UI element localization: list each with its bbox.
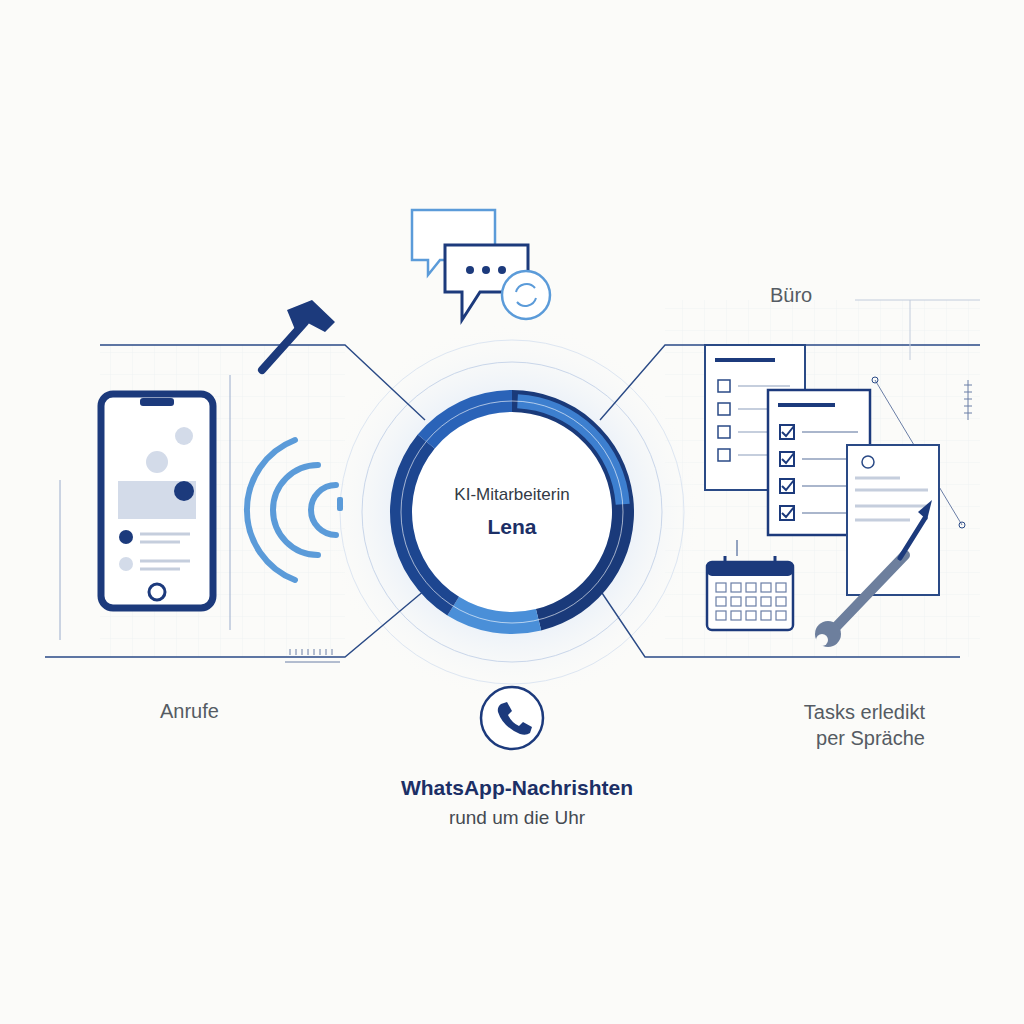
ai-assistant-circle: KI-MitarbeiterinLena: [390, 390, 634, 634]
wrench-icon: [815, 500, 932, 647]
ring-segment: [418, 390, 512, 449]
ring-segment: [512, 390, 634, 630]
orbit: [362, 362, 662, 662]
section-label: Büro: [770, 282, 850, 308]
ruler-ticks: [290, 385, 972, 655]
calendar-cell: [776, 597, 786, 606]
dot: [959, 522, 965, 528]
section-label: Anrufe: [160, 698, 260, 724]
ring-line: [401, 401, 623, 623]
calendar-cell: [761, 597, 771, 606]
ring-segment: [447, 597, 541, 634]
calendar-cell: [716, 583, 726, 592]
chat-icon: [412, 210, 550, 320]
calendar-cell: [761, 611, 771, 620]
calendar-cell: [776, 611, 786, 620]
phone-icon: [101, 394, 213, 608]
call-icon: [481, 687, 543, 749]
calendar-cell: [716, 597, 726, 606]
name-label: Lena: [487, 515, 536, 539]
ring-fill: [412, 412, 612, 612]
calendar-cell: [731, 597, 741, 606]
ring-segment: [390, 435, 459, 616]
hammer-icon: [262, 300, 335, 370]
grid: [100, 345, 345, 657]
glow: [322, 322, 702, 702]
channel-title: WhatsApp-Nachrishten: [322, 774, 712, 801]
orbit: [340, 340, 684, 684]
frame-lines: [45, 300, 980, 662]
calendar-cell: [746, 583, 756, 592]
calendar-cell: [716, 611, 726, 620]
role-label: KI-Mitarbeiterin: [454, 485, 569, 505]
calendar-cell: [731, 583, 741, 592]
calendar-cell: [776, 583, 786, 592]
calendar-cell: [746, 611, 756, 620]
calendar-cell: [761, 583, 771, 592]
calendar-cell: [731, 611, 741, 620]
calendar-icon: [707, 540, 793, 630]
calendar-cell: [746, 597, 756, 606]
channel-subtitle: rund um die Uhr: [362, 806, 672, 831]
grid: [665, 300, 980, 657]
ring-outline: [390, 390, 634, 634]
signal-waves: [247, 440, 343, 580]
dot: [872, 377, 878, 383]
section-label: Tasks erledikt per Spräche: [775, 699, 925, 751]
node-content: KI-MitarbeiterinLena: [390, 390, 634, 634]
